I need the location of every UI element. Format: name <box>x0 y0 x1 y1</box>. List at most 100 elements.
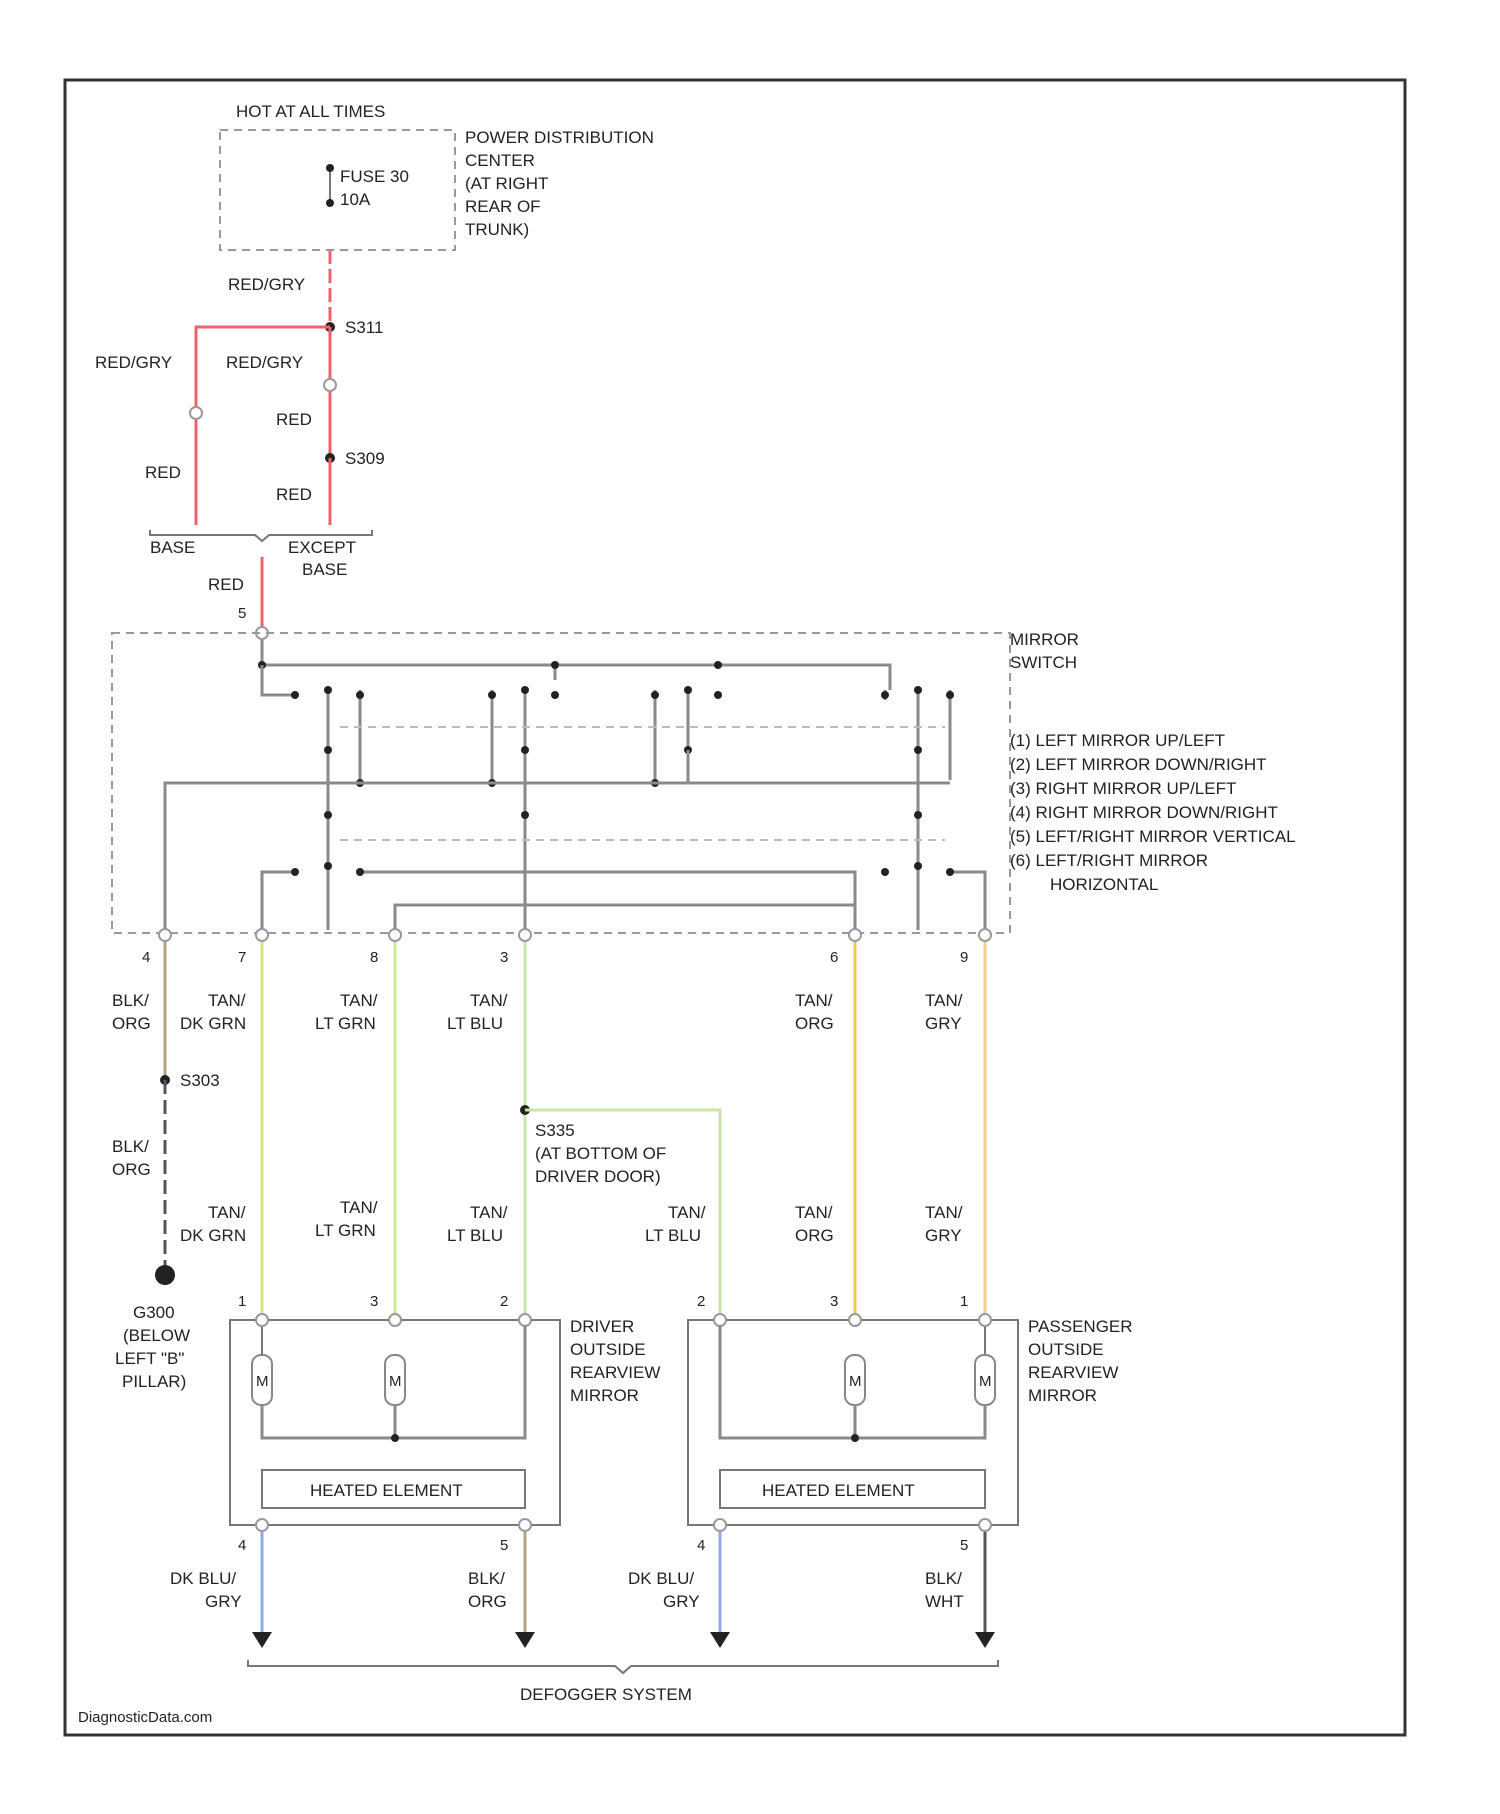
pdc-label-3: (AT RIGHT <box>465 174 548 193</box>
lower-contact-left <box>262 872 295 930</box>
fuse-label-1: FUSE 30 <box>340 167 409 186</box>
switch-pin-3: 3 <box>500 949 508 966</box>
splice-s303-label: S303 <box>180 1071 220 1090</box>
fuse-label-2: 10A <box>340 190 371 209</box>
switch-pin-5: 5 <box>238 605 246 622</box>
bus-node-2 <box>551 661 559 669</box>
tan-gry-label-2b: GRY <box>925 1226 962 1245</box>
passenger-pin-1: 1 <box>960 1293 968 1310</box>
lower-contact-7 <box>360 872 855 930</box>
driver-motor-2-label: M <box>389 1373 402 1390</box>
mirror-switch: MIRROR SWITCH <box>112 630 1296 966</box>
red-gry-label-1: RED/GRY <box>228 275 305 294</box>
tan-lt-grn-label-b: LT GRN <box>315 1014 376 1033</box>
driver-heated-element-label: HEATED ELEMENT <box>310 1481 463 1500</box>
tan-lt-grn-label-a: TAN/ <box>340 991 378 1010</box>
terminal-arrow-4 <box>975 1632 995 1648</box>
connector-mid <box>324 379 336 391</box>
red-left-label: RED <box>145 463 181 482</box>
tan-lt-blu-label-a: TAN/ <box>470 991 508 1010</box>
tan-dk-grn-label-b: DK GRN <box>180 1014 246 1033</box>
red-label-2: RED <box>276 485 312 504</box>
driver-motor-1-label: M <box>256 1373 269 1390</box>
driver-motor-node <box>391 1434 399 1442</box>
driver-mirror-label-3: REARVIEW <box>570 1363 660 1382</box>
driver-mirror-label-1: DRIVER <box>570 1317 634 1336</box>
red-feed-wires: RED/GRY S311 RED/GRY RED/GRY RED S309 RE… <box>95 250 385 639</box>
tan-org-label-2b: ORG <box>795 1226 834 1245</box>
g300-label-2: (BELOW <box>123 1326 190 1345</box>
dk-blu-gry-label-1a: DK BLU/ <box>170 1569 236 1588</box>
switch-pin-7: 7 <box>238 949 246 966</box>
passenger-motor-2: M <box>975 1355 995 1405</box>
passenger-motor-1-label: M <box>849 1373 862 1390</box>
red-gry-mid-label: RED/GRY <box>226 353 303 372</box>
driver-pin-4: 4 <box>238 1537 246 1554</box>
switch-top-bus-right <box>555 665 890 690</box>
pdc-box <box>220 130 455 250</box>
except-base-label-1: EXCEPT <box>288 538 356 557</box>
switch-legend-4: (4) RIGHT MIRROR DOWN/RIGHT <box>1010 803 1278 822</box>
switch-pin-8: 8 <box>370 949 378 966</box>
tan-gry-label-a: TAN/ <box>925 991 963 1010</box>
splice-s335-label-3: DRIVER DOOR) <box>535 1167 661 1186</box>
passenger-pin-4: 4 <box>697 1537 705 1554</box>
splice-s335-label-1: S335 <box>535 1121 575 1140</box>
driver-mirror: 1 3 2 M M HEATED ELEMENT DRIVER OUTSIDE … <box>230 1293 660 1554</box>
passenger-mirror-label-4: MIRROR <box>1028 1386 1097 1405</box>
blk-wht-label-a: BLK/ <box>925 1569 962 1588</box>
defogger-brace <box>248 1660 998 1673</box>
blk-org-label-3b: ORG <box>468 1592 507 1611</box>
driver-pin-3: 3 <box>370 1293 378 1310</box>
terminal-arrow-3 <box>710 1632 730 1648</box>
passenger-motor-1: M <box>845 1355 865 1405</box>
lower-contact-8 <box>395 905 855 930</box>
blk-org-label-3a: BLK/ <box>468 1569 505 1588</box>
tan-lt-grn-label-2b: LT GRN <box>315 1221 376 1240</box>
red-gry-left-label: RED/GRY <box>95 353 172 372</box>
terminal-arrow-1 <box>252 1632 272 1648</box>
passenger-mirror-label-3: REARVIEW <box>1028 1363 1118 1382</box>
tan-lt-blu-label-3b: LT BLU <box>645 1226 701 1245</box>
tan-org-label-2a: TAN/ <box>795 1203 833 1222</box>
hot-at-all-times-label: HOT AT ALL TIMES <box>236 102 385 121</box>
switch-bus-left-drop <box>262 665 295 695</box>
bus-node-3 <box>714 661 722 669</box>
switch-legend-6: (6) LEFT/RIGHT MIRROR <box>1010 851 1208 870</box>
fuse-terminal-top <box>326 164 334 172</box>
except-base-label-2: BASE <box>302 560 347 579</box>
passenger-motor-2-label: M <box>979 1373 992 1390</box>
switch-legend-3: (3) RIGHT MIRROR UP/LEFT <box>1010 779 1236 798</box>
defogger-system-label: DEFOGGER SYSTEM <box>520 1685 692 1704</box>
pdc-label-1: POWER DISTRIBUTION <box>465 128 654 147</box>
switch-legend-1: (1) LEFT MIRROR UP/LEFT <box>1010 731 1225 750</box>
switch-pin-6: 6 <box>830 949 838 966</box>
blk-org-label-1a: BLK/ <box>112 991 149 1010</box>
red-label-1: RED <box>276 410 312 429</box>
dk-blu-gry-label-2a: DK BLU/ <box>628 1569 694 1588</box>
tan-gry-label-b: GRY <box>925 1014 962 1033</box>
mirror-switch-title-2: SWITCH <box>1010 653 1077 672</box>
tan-org-label-b: ORG <box>795 1014 834 1033</box>
tan-lt-blu-label-3a: TAN/ <box>668 1203 706 1222</box>
blk-wht-label-b: WHT <box>925 1592 964 1611</box>
switch-pin-4: 4 <box>142 949 150 966</box>
credit-label: DiagnosticData.com <box>78 1709 212 1726</box>
blk-org-label-2b: ORG <box>112 1160 151 1179</box>
tan-dk-grn-label-2b: DK GRN <box>180 1226 246 1245</box>
tan-dk-grn-label-a: TAN/ <box>208 991 246 1010</box>
upper-contact-nodes <box>291 686 954 699</box>
defogger-wires: DK BLU/ GRY BLK/ ORG DK BLU/ GRY BLK/ WH… <box>170 1532 998 1704</box>
red-switch-label: RED <box>208 575 244 594</box>
driver-pin-1: 1 <box>238 1293 246 1310</box>
switch-pin-9: 9 <box>960 949 968 966</box>
connector-left <box>190 407 202 419</box>
terminal-arrow-2 <box>515 1632 535 1648</box>
splice-s311-label: S311 <box>345 318 383 337</box>
switch-legend-2: (2) LEFT MIRROR DOWN/RIGHT <box>1010 755 1267 774</box>
driver-pin-2: 2 <box>500 1293 508 1310</box>
g300-label-1: G300 <box>133 1303 175 1322</box>
g300-label-3: LEFT "B" <box>115 1349 184 1368</box>
driver-motor-2: M <box>385 1355 405 1405</box>
